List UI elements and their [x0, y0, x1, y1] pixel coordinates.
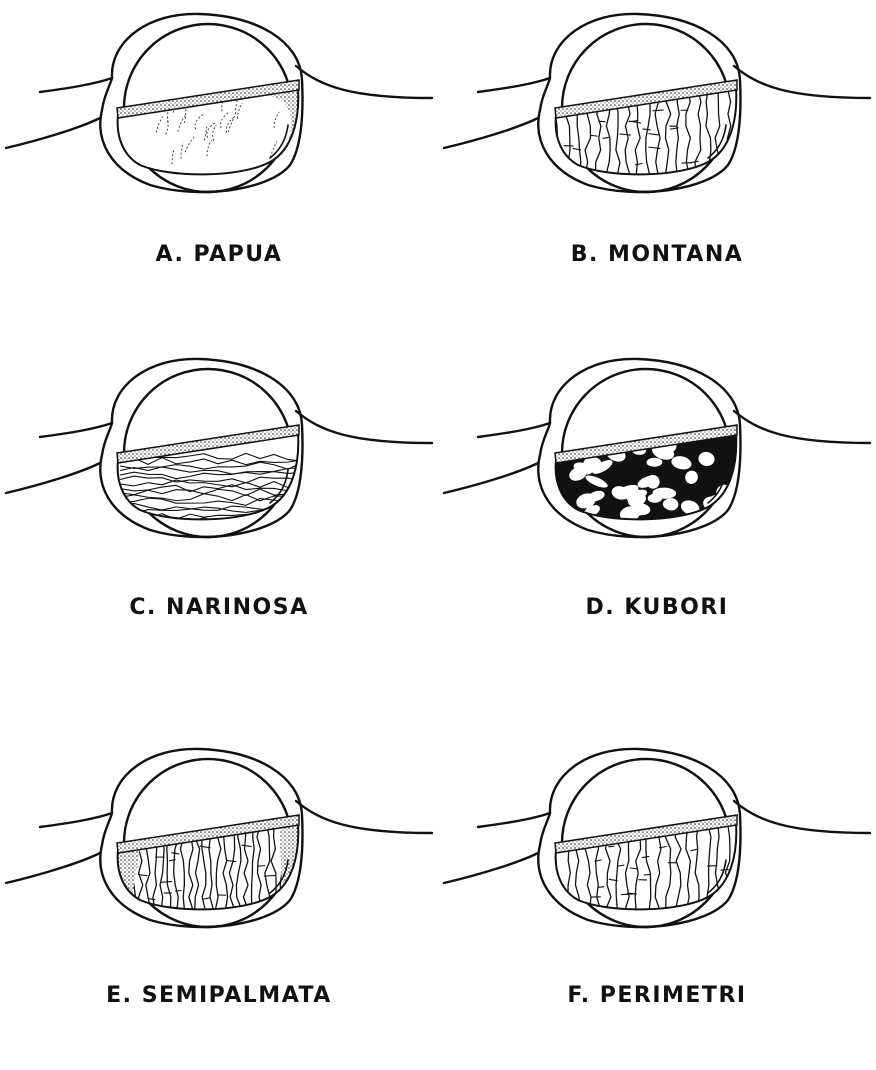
skin-fold-line: [40, 813, 112, 827]
panel-label: F. PERIMETRI: [438, 983, 876, 1008]
eye-drawing-papua: [0, 0, 438, 280]
eye-drawing-perimetri: [438, 735, 876, 1015]
panel-label: B. MONTANA: [438, 242, 876, 267]
eye-drawing-montana: [438, 0, 876, 280]
panel-label: E. SEMIPALMATA: [0, 983, 438, 1008]
panel-e: E. SEMIPALMATA: [0, 735, 438, 1070]
skin-fold-line: [478, 423, 550, 437]
panel-f: F. PERIMETRI: [438, 735, 876, 1070]
skin-fold-line: [478, 78, 550, 92]
skin-fold-line: [40, 423, 112, 437]
skin-fold-line: [734, 66, 870, 98]
panel-label: C. NARINOSA: [0, 595, 438, 620]
skin-fold-line: [6, 463, 100, 493]
skin-fold-line: [444, 463, 538, 493]
eye-drawing-narinosa: [0, 345, 438, 625]
panel-label: A. PAPUA: [0, 242, 438, 267]
skin-fold-line: [296, 66, 432, 98]
panel-c: C. NARINOSA: [0, 345, 438, 680]
panel-label: D. KUBORI: [438, 595, 876, 620]
panel-a: A. PAPUA: [0, 0, 438, 335]
skin-fold-line: [734, 411, 870, 443]
skin-fold-line: [444, 853, 538, 883]
skin-fold-line: [296, 801, 432, 833]
skin-fold-line: [6, 853, 100, 883]
panel-b: B. MONTANA: [438, 0, 876, 335]
skin-fold-line: [296, 411, 432, 443]
skin-fold-line: [40, 78, 112, 92]
panel-d: D. KUBORI: [438, 345, 876, 680]
eye-drawing-kubori: [438, 345, 876, 625]
skin-fold-line: [478, 813, 550, 827]
eye-drawing-semipalmata: [0, 735, 438, 1015]
skin-fold-line: [734, 801, 870, 833]
skin-fold-line: [444, 118, 538, 148]
skin-fold-line: [6, 118, 100, 148]
